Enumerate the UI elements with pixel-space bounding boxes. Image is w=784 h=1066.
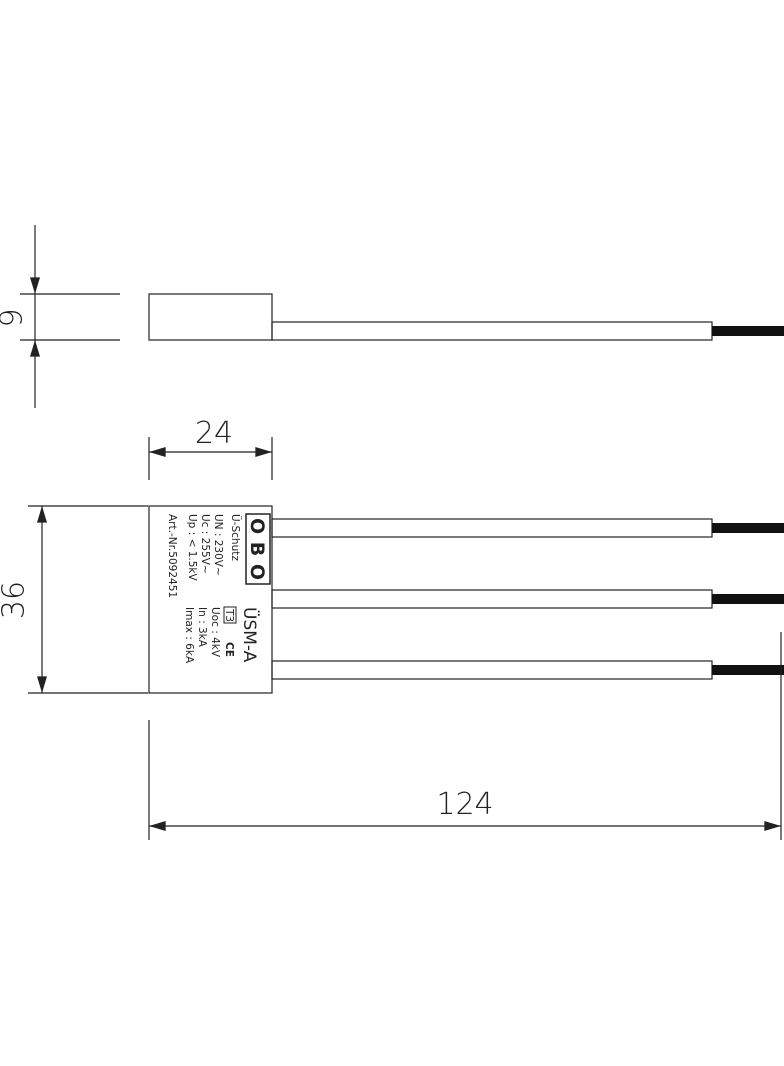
- housing-top: [148, 293, 273, 341]
- wire: [712, 665, 784, 675]
- dimension-width: 24: [148, 416, 273, 480]
- cable-sleeve: [271, 660, 713, 680]
- ce-mark: CE: [223, 642, 235, 657]
- label-imax: Imax : 6kA: [183, 607, 195, 664]
- wire: [712, 594, 784, 604]
- label-art-nr: Art.-Nr.5092451: [166, 514, 178, 598]
- wire: [712, 523, 784, 533]
- label-model: ÜSM-A: [239, 607, 261, 663]
- front-view: OBO Ü-Schutz UN : 230V~ Uc : 255V~ Up : …: [148, 505, 784, 840]
- label-class: T3: [223, 608, 235, 622]
- top-view: [148, 293, 784, 341]
- dimension-depth-label: 36: [0, 581, 32, 619]
- label-uc: Uc : 255V~: [199, 514, 211, 574]
- cable-sleeve: [271, 518, 713, 538]
- wire: [712, 326, 784, 336]
- label-un: UN : 230V~: [212, 514, 224, 576]
- label-uoc: Uoc : 4kV: [209, 607, 221, 658]
- device-label: OBO Ü-Schutz UN : 230V~ Uc : 255V~ Up : …: [166, 513, 271, 664]
- dimension-width-label: 24: [195, 416, 233, 451]
- dimension-depth: 36: [0, 505, 148, 694]
- label-title: Ü-Schutz: [229, 514, 242, 561]
- dimension-height: 9: [0, 225, 120, 408]
- dimension-height-label: 9: [0, 308, 30, 327]
- logo: OBO: [246, 518, 268, 580]
- label-up: Up : < 1.5kV: [186, 514, 198, 581]
- class-box: [223, 606, 237, 624]
- cable-sleeve: [271, 589, 713, 609]
- dimension-length-label: 124: [436, 787, 493, 822]
- label-in: In : 3kA: [196, 607, 208, 648]
- cable-sleeve: [271, 321, 713, 341]
- dimension-length: 124: [148, 720, 781, 840]
- logo-frame: [245, 513, 271, 585]
